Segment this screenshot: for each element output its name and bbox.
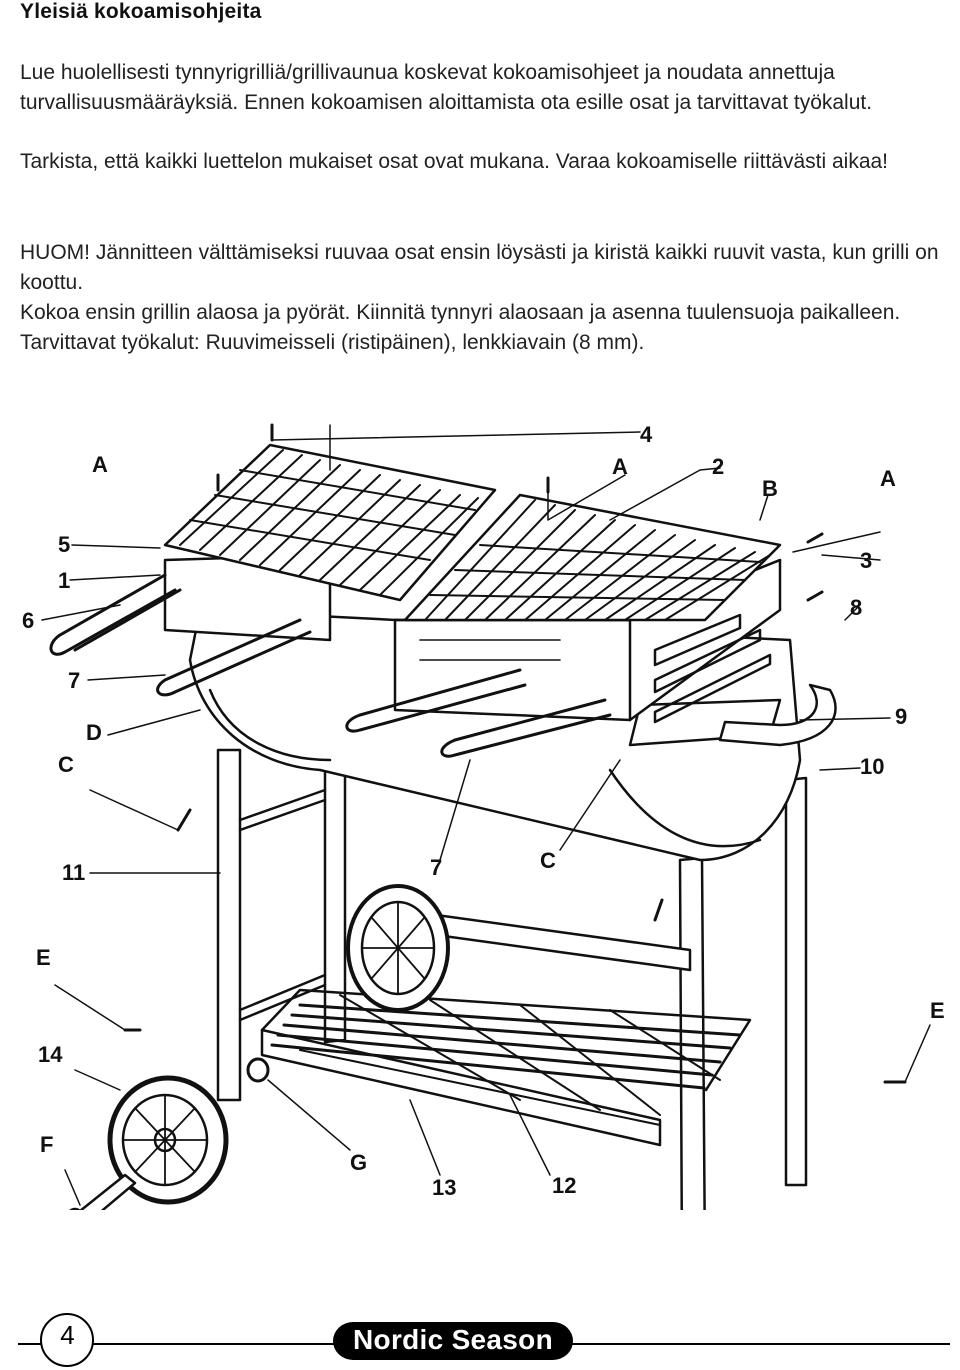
- label-6: 6: [22, 608, 34, 633]
- grill-exploded-diagram: A 4 A 2 B A 5 3 1 8 6 7 9 D C 10 C 7 11 …: [22, 422, 945, 1210]
- leg-front-left: [216, 748, 242, 1102]
- label-9: 9: [895, 704, 907, 729]
- label-3: 3: [860, 548, 872, 573]
- label-8: 8: [850, 595, 862, 620]
- label-g: G: [350, 1150, 367, 1175]
- label-c-left: C: [58, 752, 74, 777]
- label-e-right: E: [930, 998, 945, 1023]
- grate-left: [163, 443, 497, 602]
- leg-back-right: [784, 776, 808, 1187]
- leg-front-right: [678, 856, 706, 1210]
- lower-shelf: [260, 988, 752, 1147]
- screw-c-left: [176, 808, 192, 832]
- front-wheel: [69, 1075, 229, 1210]
- screw-c-mid: [653, 898, 664, 922]
- page-heading: Yleisiä kokoamisohjeita: [20, 0, 262, 23]
- label-a-left: A: [92, 452, 108, 477]
- grate-handles: [49, 573, 612, 758]
- label-7-mid: 7: [430, 855, 442, 880]
- label-a-mid: A: [612, 454, 628, 479]
- label-4: 4: [640, 422, 653, 447]
- check-parts-paragraph: Tarkista, että kaikki luettelon mukaiset…: [20, 150, 889, 173]
- label-2: 2: [712, 454, 724, 479]
- label-14: 14: [38, 1042, 63, 1067]
- label-e-left: E: [36, 945, 51, 970]
- label-b: B: [762, 476, 778, 501]
- label-12: 12: [552, 1173, 576, 1198]
- label-13: 13: [432, 1175, 456, 1200]
- label-7-left: 7: [68, 668, 80, 693]
- note-paragraph: HUOM! Jännitteen välttämiseksi ruuvaa os…: [20, 241, 939, 294]
- assembly-paragraph: Kokoa ensin grillin alaosa ja pyörät. Ki…: [20, 301, 901, 354]
- page-number-circle: [40, 1313, 94, 1367]
- brand-logo: Nordic Season: [353, 1324, 553, 1355]
- label-f: F: [40, 1132, 53, 1157]
- side-handle: [718, 683, 837, 747]
- grate-right: [403, 493, 782, 622]
- label-a-right: A: [880, 466, 896, 491]
- label-1: 1: [58, 568, 70, 593]
- page-footer: 4 Nordic Season: [0, 1300, 960, 1370]
- intro-paragraph: Lue huolellisesti tynnyrigrilliä/grilliv…: [20, 61, 873, 114]
- label-10: 10: [860, 754, 884, 779]
- page-number: 4: [60, 1320, 75, 1350]
- label-11: 11: [62, 860, 85, 885]
- label-c-mid: C: [540, 848, 556, 873]
- label-5: 5: [58, 532, 70, 557]
- label-d: D: [86, 720, 102, 745]
- nut: [246, 1057, 270, 1083]
- brand-logo-badge: [333, 1322, 573, 1360]
- rear-wheel: [346, 884, 450, 1012]
